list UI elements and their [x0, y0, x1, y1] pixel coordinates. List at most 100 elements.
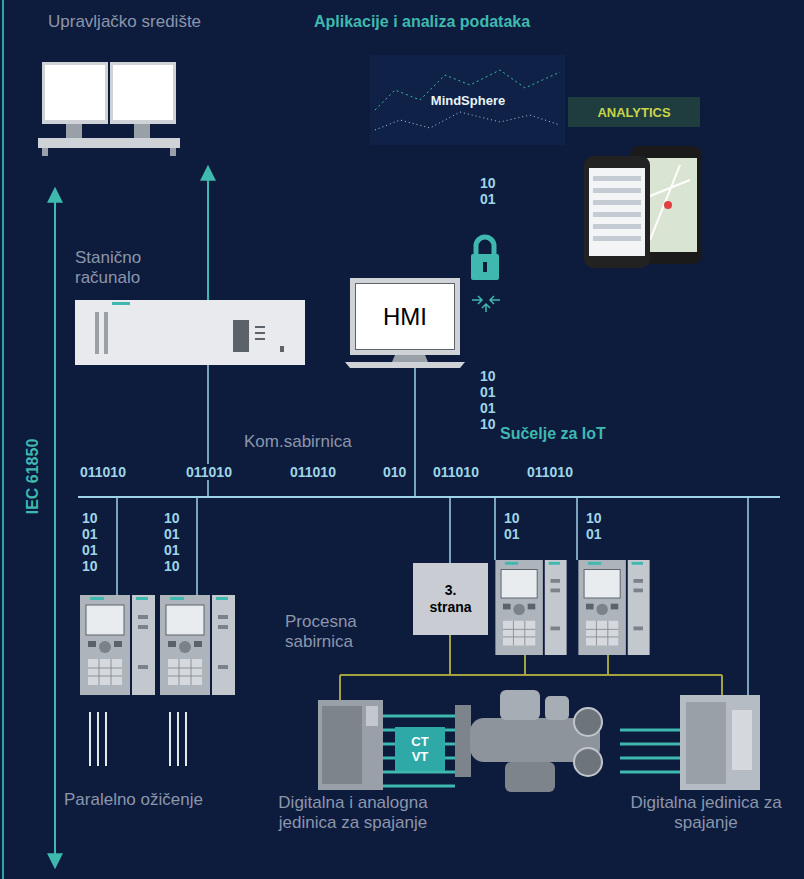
iec-arrow [54, 190, 56, 866]
switchgear-drive [545, 696, 569, 720]
desk-leg [170, 148, 176, 156]
standard-label: IEC 61850 [24, 438, 43, 514]
switchgear-flange [455, 705, 471, 777]
binary-data: 011010 [525, 464, 575, 480]
binary-data: 011010 [288, 464, 338, 480]
node-text: HMI [383, 303, 427, 331]
wiring-label: Paralelno ožičenje [64, 790, 203, 810]
frame-line [2, 0, 4, 879]
ied-device [495, 560, 566, 655]
mindsphere-panel [370, 55, 565, 145]
phone [584, 156, 650, 268]
monitor-screen [113, 65, 173, 120]
binary-data: 10 01 01 10 [162, 510, 186, 574]
node-text: 3. strana [425, 582, 477, 616]
data-pattern [375, 112, 560, 130]
binary-data: 10 01 01 10 [478, 368, 502, 432]
rack-vent [255, 338, 265, 340]
station-computer [75, 300, 305, 365]
ied-device [80, 595, 155, 695]
signal-lines [383, 716, 455, 786]
parallel-wires [90, 712, 186, 766]
list-row [593, 212, 641, 217]
rack-slot [104, 312, 108, 354]
list-row [593, 224, 641, 229]
logo-text: ANALYTICS [597, 105, 670, 120]
ied-device [160, 595, 235, 695]
binary-data: 10 01 [584, 510, 608, 542]
bus-drop [494, 497, 496, 560]
digital-merging-unit-terminal [732, 710, 752, 770]
bus-drop [116, 497, 118, 595]
rack-vent [255, 326, 265, 328]
switchgear-port [574, 708, 602, 736]
connector-arrow [207, 168, 209, 300]
control-center: Upravljačko središte [40, 8, 240, 168]
list-row [593, 200, 641, 205]
bus-drop [196, 497, 198, 595]
rack-stripe [112, 302, 130, 305]
logo-text: MindSphere [431, 93, 505, 108]
signal-lines [620, 730, 680, 772]
lock-shackle [476, 237, 494, 256]
monitor-stand [66, 124, 82, 138]
phone-screen [589, 168, 645, 256]
bus-drop [576, 497, 578, 560]
ied-device [578, 560, 649, 655]
binary-data: 10 01 [502, 510, 526, 542]
section-heading: Sučelje za IoT [500, 424, 606, 443]
station-computer-box: Stanično računalo [75, 300, 305, 365]
rack-panel [233, 320, 249, 352]
monitor-screen [45, 65, 105, 120]
list-row [593, 176, 641, 181]
node-text: Stanično računalo [75, 248, 185, 288]
merging-unit-terminal [366, 706, 378, 726]
monitor-stand [134, 124, 150, 138]
list-row [593, 188, 641, 193]
merging-unit-front [322, 706, 362, 784]
list-row [593, 236, 641, 241]
desk-leg [42, 148, 48, 156]
rack-slot [95, 312, 99, 354]
binary-data: 010 [381, 464, 408, 480]
merging-unit [318, 700, 383, 790]
switchgear-base [505, 762, 555, 792]
hmi-neck [392, 355, 428, 362]
data-pattern [375, 70, 560, 110]
digital-merging-unit [680, 695, 760, 790]
lock-keyhole [483, 262, 487, 272]
analytics-panel [568, 97, 700, 127]
binary-data: 10 01 01 10 [80, 510, 104, 574]
node-text: Upravljačko središte [48, 12, 201, 32]
monitor-bezel [42, 62, 108, 124]
hmi-bezel [350, 278, 460, 355]
switchgear-drive [500, 690, 540, 720]
digital-merging-unit-front [686, 702, 726, 784]
binary-data: 011010 [184, 464, 234, 480]
switchgear-port [574, 748, 602, 776]
binary-data: 011010 [78, 464, 128, 480]
third-party-box: 3. strana [413, 563, 488, 635]
rack-led [280, 346, 284, 352]
ct-vt-box: CT VT [395, 727, 445, 771]
station-bus [78, 496, 780, 498]
bus-label: Procesna sabirnica [285, 612, 403, 652]
hmi-base [345, 362, 465, 368]
unit-label: Digitalna i analogna jedinica za spajanj… [267, 793, 439, 833]
unit-label: Digitalna jedinica za spajanje [620, 793, 792, 833]
bus-drop [414, 368, 416, 497]
hmi-screen: HMI [355, 283, 455, 350]
rack-vent [255, 332, 265, 334]
lock-body [471, 254, 499, 280]
desk [38, 138, 180, 148]
bus-drop [747, 497, 749, 695]
binary-data: 10 01 [478, 175, 502, 207]
bus-label: Kom.sabirnica [244, 432, 352, 452]
inward-arrows [472, 296, 500, 312]
bus-drop [449, 497, 451, 563]
binary-data: 011010 [431, 464, 481, 480]
monitor-bezel [110, 62, 176, 124]
map-pin [664, 201, 672, 209]
node-text: CT VT [407, 734, 433, 764]
